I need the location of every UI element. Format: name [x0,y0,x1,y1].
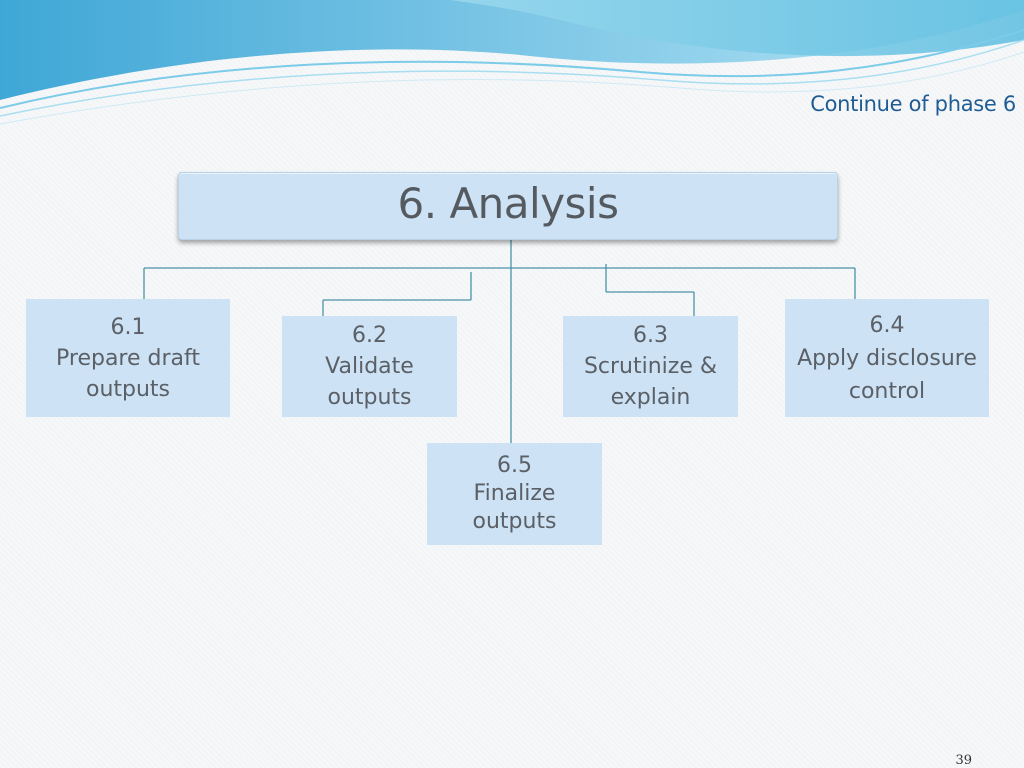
node-6-4: 6.4 Apply disclosure control [785,299,989,417]
node-label: Finalize [473,481,556,506]
node-label: Validate [325,354,414,379]
node-label: Prepare draft [56,345,200,371]
node-number: 6.5 [497,453,532,478]
page-number: 39 [955,753,972,768]
node-number: 6.1 [110,314,146,340]
analysis-title-box: 6. Analysis [178,172,838,240]
node-label: control [848,378,926,404]
diagram-title: 6. Analysis [397,178,619,228]
node-number: 6.3 [633,323,668,348]
header-wave-decoration [0,0,1024,125]
slide-subtitle: Continue of phase 6 [810,92,1016,116]
node-label: outputs [85,376,171,402]
node-number: 6.4 [869,312,905,338]
node-6-1: 6.1 Prepare draft outputs [26,299,230,417]
node-label: Scrutinize & [583,354,718,379]
node-label: Apply disclosure [797,345,977,371]
node-number: 6.2 [352,323,387,348]
node-label: outputs [327,385,412,410]
node-label: outputs [472,509,557,534]
node-6-5: 6.5 Finalize outputs [427,443,602,545]
node-6-3: 6.3 Scrutinize & explain [563,316,738,417]
node-label: explain [610,385,691,410]
node-6-2: 6.2 Validate outputs [282,316,457,417]
